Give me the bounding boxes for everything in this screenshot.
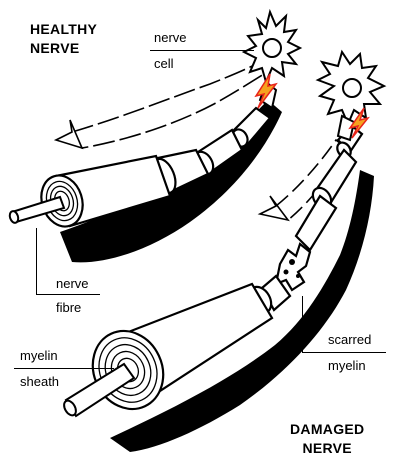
myelin-sheath-label-top: myelin — [20, 348, 58, 364]
damaged-title-line2: NERVE — [290, 439, 364, 458]
myelin-sheath-leader — [14, 368, 114, 369]
scarred-myelin-leader-vertical — [302, 296, 303, 352]
myelin-sheath-label-bottom: sheath — [20, 374, 59, 390]
scarred-myelin-label-top: scarred — [328, 332, 371, 348]
healthy-title-line2: NERVE — [30, 39, 97, 58]
nerve-fibre-leader-vertical — [36, 228, 37, 294]
scarred-myelin-label-bottom: myelin — [328, 358, 366, 374]
nerve-cell-label-bottom: cell — [154, 56, 174, 72]
nerve-fibre-label-bottom: fibre — [56, 300, 81, 316]
nerve-fibre-label-top: nerve — [56, 276, 89, 292]
nerve-cell-leader — [150, 50, 254, 51]
damaged-nerve-title: DAMAGED NERVE — [290, 420, 364, 458]
healthy-title-line1: HEALTHY — [30, 20, 97, 39]
healthy-nerve-title: HEALTHY NERVE — [30, 20, 97, 58]
healthy-nerve-cell-icon — [244, 12, 300, 108]
nerve-cell-label-top: nerve — [154, 30, 187, 46]
nerve-fibre-leader — [36, 294, 100, 295]
scarred-myelin-leader — [302, 352, 386, 353]
damaged-title-line1: DAMAGED — [290, 420, 364, 439]
